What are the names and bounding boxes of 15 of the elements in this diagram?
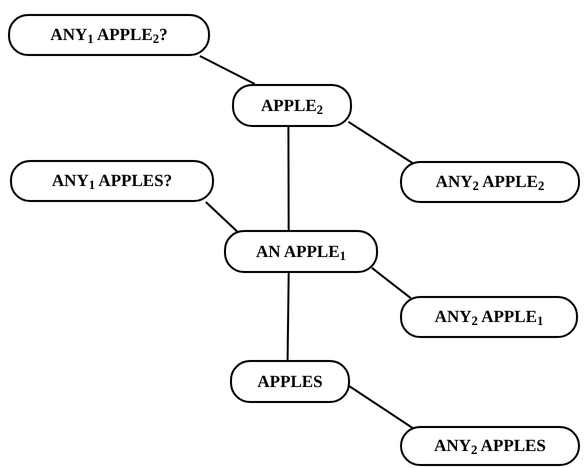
connector-line — [199, 55, 256, 85]
rounded-node: APPLES — [230, 360, 350, 403]
rounded-node: APPLE$_{2}$ — [232, 84, 352, 127]
rounded-node: ANY$_{1}$ APPLES? — [10, 160, 214, 202]
connector-line — [287, 127, 290, 230]
rounded-node: ANY$_{2}$ APPLE$_{2}$ — [400, 161, 580, 203]
connector-line — [205, 201, 239, 233]
connector-line — [286, 272, 290, 360]
rounded-node: AN APPLE$_{1}$ — [224, 230, 378, 273]
rounded-node: ANY$_{2}$ APPLE$_{1}$ — [400, 296, 578, 338]
connector-line — [371, 267, 412, 299]
rounded-node: ANY$_{1}$ APPLE$_{2}$? — [8, 14, 210, 56]
rounded-node: ANY$_{2}$ APPLES — [400, 426, 580, 466]
connector-line — [348, 121, 414, 164]
connector-line — [348, 384, 414, 429]
